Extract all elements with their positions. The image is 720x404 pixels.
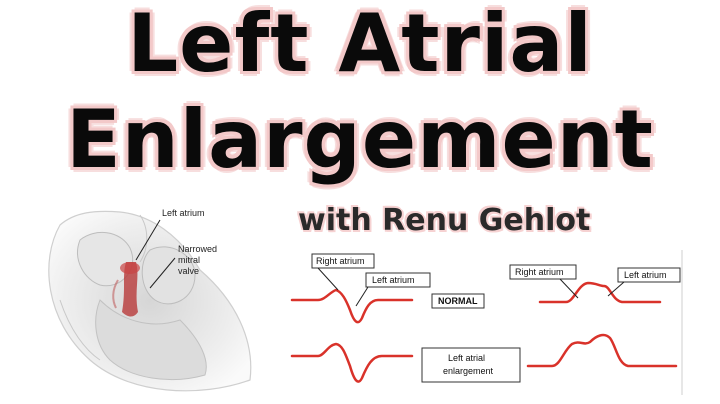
- title-line-2: Enlargement: [66, 93, 654, 186]
- box-normal: [431, 293, 485, 309]
- ecg-normal: Right atrium Left atrium NORMAL: [290, 253, 485, 324]
- text-left-atrium: Left atrium: [372, 275, 415, 285]
- label-valve-3: valve: [178, 266, 199, 276]
- leader-left-atrium: [135, 219, 161, 261]
- subtitle: with Renu Gehlot: [298, 203, 591, 238]
- label-left-atrium: Left atrium: [162, 208, 205, 218]
- leader-mitral-valve: [149, 257, 176, 289]
- ecg-enlarged-top: Right atrium Left atrium: [509, 264, 681, 304]
- box-left-atrium-2: [617, 267, 681, 283]
- ecg-normal-bottom: [290, 342, 414, 383]
- text-normal: NORMAL: [438, 296, 478, 306]
- ecg-enlarged-bottom: [526, 333, 678, 368]
- box-left-atrium: [365, 272, 431, 288]
- text-right-atrium: Right atrium: [316, 256, 365, 266]
- label-valve-1: Narrowed: [178, 244, 217, 254]
- text-enlargement-2: enlargement: [443, 366, 494, 376]
- box-enlargement: [421, 347, 521, 383]
- label-valve-2: mitral: [178, 255, 200, 265]
- box-right-atrium-2: [509, 264, 577, 280]
- box-right-atrium: [311, 253, 375, 269]
- text-right-atrium-2: Right atrium: [515, 267, 564, 277]
- heart-illustration: [48, 210, 252, 392]
- text-enlargement-1: Left atrial: [448, 353, 485, 363]
- title-line-1: Left Atrial: [127, 0, 593, 90]
- text-left-atrium-2: Left atrium: [624, 270, 667, 280]
